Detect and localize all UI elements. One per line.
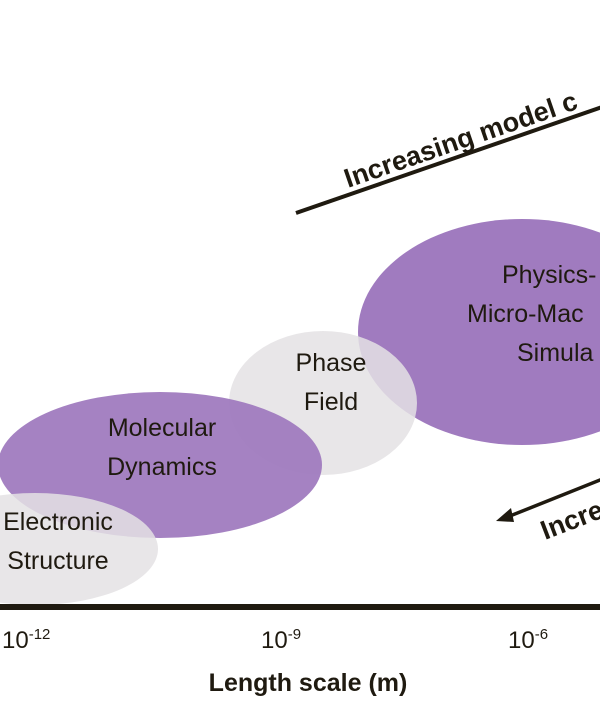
electronic-structure-label-2: Structure [7, 547, 108, 575]
physics-micro-macro-region [358, 219, 600, 445]
molecular-dynamics-label-1: Molecular [108, 414, 216, 442]
electronic-structure-label-1: Electronic [3, 508, 113, 536]
arrow-head-icon [496, 508, 514, 522]
phase-field-label-1: Phase [296, 349, 367, 377]
bottom-arrow-line [504, 478, 600, 520]
physics-label-3: Simula [517, 339, 594, 367]
physics-label-1: Physics- [502, 261, 596, 289]
electronic-structure-region [0, 493, 158, 605]
phase-field-label-2: Field [304, 388, 358, 416]
physics-label-2: Micro-Mac [467, 300, 584, 328]
tick-label-1e-9: 10-9 [261, 626, 301, 654]
model-complexity-line [295, 105, 600, 215]
x-axis-label: Length scale (m) [209, 669, 408, 697]
tick-label-1e-6: 10-6 [508, 626, 548, 654]
molecular-dynamics-label-2: Dynamics [107, 453, 217, 481]
model-complexity-label: Increasing model c [340, 86, 581, 194]
tick-label-1e-12: 10-12 [2, 626, 50, 654]
